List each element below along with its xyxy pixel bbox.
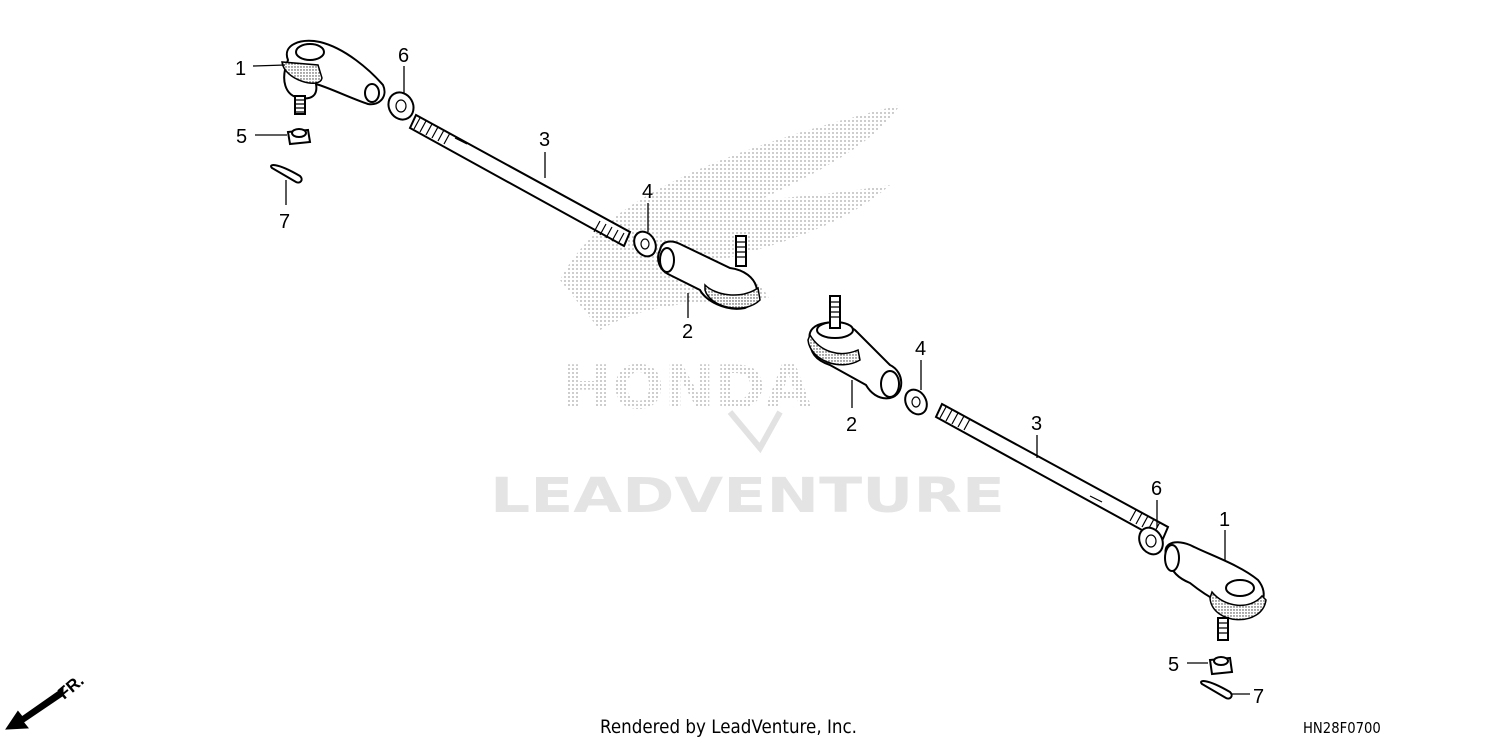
honda-wing-watermark: HONDA — [560, 105, 900, 454]
front-direction-indicator: FR. — [5, 671, 88, 730]
right-lock-nut-outer[interactable] — [1134, 523, 1167, 558]
callout-2-left: 2 — [682, 321, 693, 343]
right-lock-nut-inner[interactable] — [901, 386, 931, 419]
callout-5-left: 5 — [236, 126, 247, 148]
right-castle-nut[interactable] — [1208, 656, 1234, 676]
render-credit: Rendered by LeadVenture, Inc. — [600, 716, 858, 738]
callout-7-right: 7 — [1253, 686, 1264, 708]
left-ball-joint[interactable] — [657, 235, 761, 310]
callout-4-right: 4 — [915, 338, 926, 360]
callout-2-right: 2 — [846, 414, 857, 436]
callout-5-right: 5 — [1168, 654, 1179, 676]
callout-1-right: 1 — [1219, 509, 1230, 531]
right-ball-joint[interactable] — [807, 295, 903, 400]
right-tie-rod-end[interactable] — [1164, 541, 1267, 641]
left-lock-nut-inner[interactable] — [630, 228, 660, 261]
left-lock-nut-outer[interactable] — [384, 88, 419, 124]
callout-6-right: 6 — [1151, 478, 1162, 500]
left-castle-nut[interactable] — [286, 128, 312, 146]
left-tie-rod-end[interactable] — [281, 40, 386, 115]
leader-lines — [252, 64, 1250, 695]
callout-6-left: 6 — [398, 45, 409, 67]
callout-7-left: 7 — [279, 211, 290, 233]
right-cotter-pin[interactable] — [1200, 680, 1233, 700]
leadventure-watermark: LEADVENTURE — [490, 468, 1005, 524]
honda-watermark-text: HONDA — [562, 353, 813, 423]
left-tie-rod[interactable] — [408, 113, 632, 248]
callout-4-left: 4 — [642, 181, 653, 203]
callout-3-right: 3 — [1031, 413, 1042, 435]
front-arrow-icon — [5, 687, 64, 730]
diagram-code: HN28F0700 — [1303, 719, 1381, 737]
callout-3-left: 3 — [539, 129, 550, 151]
callout-1-left: 1 — [235, 58, 246, 80]
left-cotter-pin[interactable] — [270, 164, 303, 184]
